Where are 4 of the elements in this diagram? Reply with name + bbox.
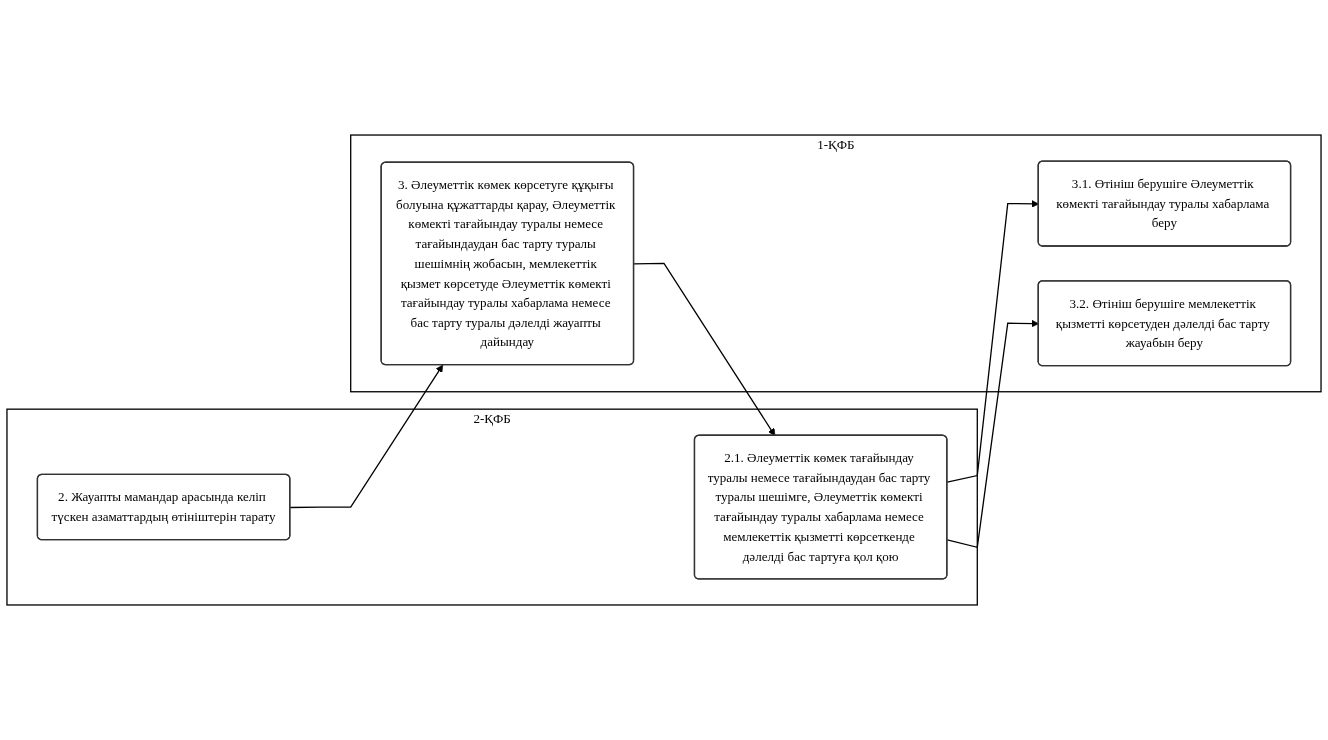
arrow [946, 200, 1039, 483]
arrow [633, 262, 776, 437]
arrow [289, 364, 444, 509]
arrow [946, 319, 1039, 549]
